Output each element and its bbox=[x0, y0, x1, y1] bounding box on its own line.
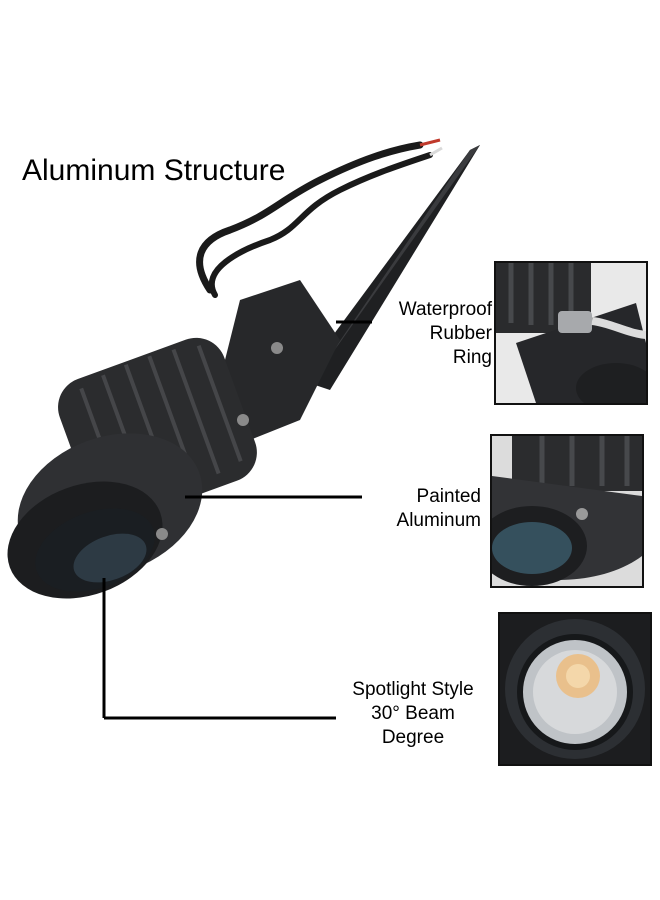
lamp-photo bbox=[0, 120, 500, 740]
callout-waterproof-rubber-ring: Waterproof Rubber Ring bbox=[372, 298, 492, 370]
callout-spotlight-style: Spotlight Style 30° Beam Degree bbox=[338, 678, 488, 750]
callout-line: 30° Beam bbox=[371, 703, 455, 724]
callout-line: Painted bbox=[416, 486, 481, 507]
callout-line: Waterproof bbox=[398, 299, 492, 320]
inset-painted-aluminum-closeup bbox=[490, 434, 644, 588]
callout-line: Ring bbox=[452, 347, 492, 368]
callout-line: Rubber bbox=[429, 323, 492, 344]
inset-rubber-ring-closeup bbox=[494, 261, 648, 405]
inset-led-spotlight-closeup bbox=[498, 612, 652, 766]
page-title: Aluminum Structure bbox=[22, 154, 286, 187]
callout-line: Spotlight Style bbox=[352, 679, 474, 700]
callout-line: Aluminum bbox=[396, 510, 481, 531]
callout-line: Degree bbox=[381, 727, 445, 748]
callout-painted-aluminum: Painted Aluminum bbox=[360, 485, 481, 533]
